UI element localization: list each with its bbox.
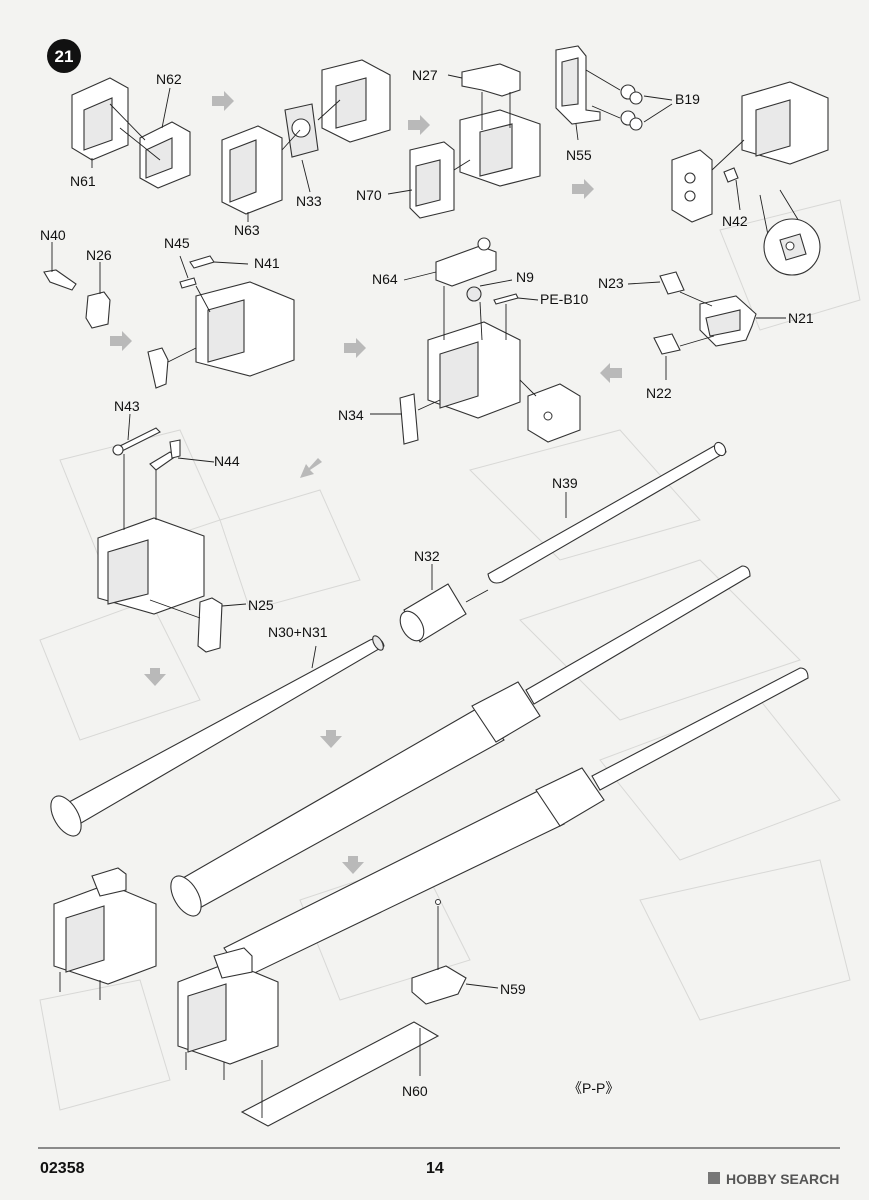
label-n25: N25 (248, 597, 274, 613)
label-n9: N9 (516, 269, 534, 285)
label-n43: N43 (114, 398, 140, 414)
hobby-search-watermark: HOBBY SEARCH (708, 1171, 839, 1187)
assembly-n23-n21-n22 (627, 271, 786, 380)
assembly-n42 (671, 81, 829, 276)
assembly-n63-n33 (221, 59, 391, 222)
label-n30-n31: N30+N31 (268, 624, 328, 640)
assembly-n55-b19 (555, 45, 673, 141)
arrow-r2-3 (600, 363, 622, 383)
label-n39: N39 (552, 475, 578, 491)
arrow-r2-2 (344, 338, 366, 358)
arrow-r4-1 (342, 856, 364, 874)
part-n60-tray (240, 1021, 440, 1127)
assembly-n40-n26 (43, 242, 111, 329)
product-code: 02358 (40, 1160, 85, 1177)
label-pe-b10: PE-B10 (540, 291, 588, 307)
step-number: 21 (55, 47, 74, 66)
label-n44: N44 (214, 453, 240, 469)
assembly-barrel-combined-1 (170, 565, 751, 917)
label-n60: N60 (402, 1083, 428, 1099)
label-n63: N63 (234, 222, 260, 238)
label-n70: N70 (356, 187, 382, 203)
assembly-n64-n9-pe-b10-n34 (370, 237, 581, 445)
label-n62: N62 (156, 71, 182, 87)
label-n45: N45 (164, 235, 190, 251)
label-n27: N27 (412, 67, 438, 83)
arrow-r3-1 (300, 458, 322, 478)
arrow-r1-3 (572, 179, 594, 199)
note-pp: 《P-P》 (568, 1080, 619, 1096)
page-number: 14 (426, 1160, 444, 1177)
part-n39-barrel (487, 441, 727, 584)
assembly-n27-n70 (387, 63, 541, 219)
arrow-r1-1 (212, 91, 234, 111)
assembly-breech-right (177, 947, 279, 1080)
label-n22: N22 (646, 385, 672, 401)
assembly-breech-left (53, 867, 157, 1000)
label-n33: N33 (296, 193, 322, 209)
part-n30-n31-cradle (50, 635, 385, 837)
label-n34: N34 (338, 407, 364, 423)
label-n64: N64 (372, 271, 398, 287)
arrow-r3-3 (320, 730, 342, 748)
arrow-r2-1 (110, 331, 132, 351)
step-number-badge: 21 (47, 39, 81, 73)
label-n59: N59 (500, 981, 526, 997)
label-b19: B19 (675, 91, 700, 107)
arrow-r3-2 (144, 668, 166, 686)
part-n32-sleeve (399, 564, 489, 643)
assembly-n61-n62 (71, 77, 191, 189)
label-n61: N61 (70, 173, 96, 189)
label-n55: N55 (566, 147, 592, 163)
arrow-r1-2 (408, 115, 430, 135)
label-n26: N26 (86, 247, 112, 263)
label-n21: N21 (788, 310, 814, 326)
label-n42: N42 (722, 213, 748, 229)
label-n41: N41 (254, 255, 280, 271)
assembly-n45-n41 (147, 255, 295, 389)
watermark-text: HOBBY SEARCH (726, 1171, 839, 1187)
assembly-n43-n44-n25 (97, 413, 247, 653)
label-n40: N40 (40, 227, 66, 243)
part-n59-bracket (411, 899, 499, 1005)
label-n32: N32 (414, 548, 440, 564)
label-n23: N23 (598, 275, 624, 291)
